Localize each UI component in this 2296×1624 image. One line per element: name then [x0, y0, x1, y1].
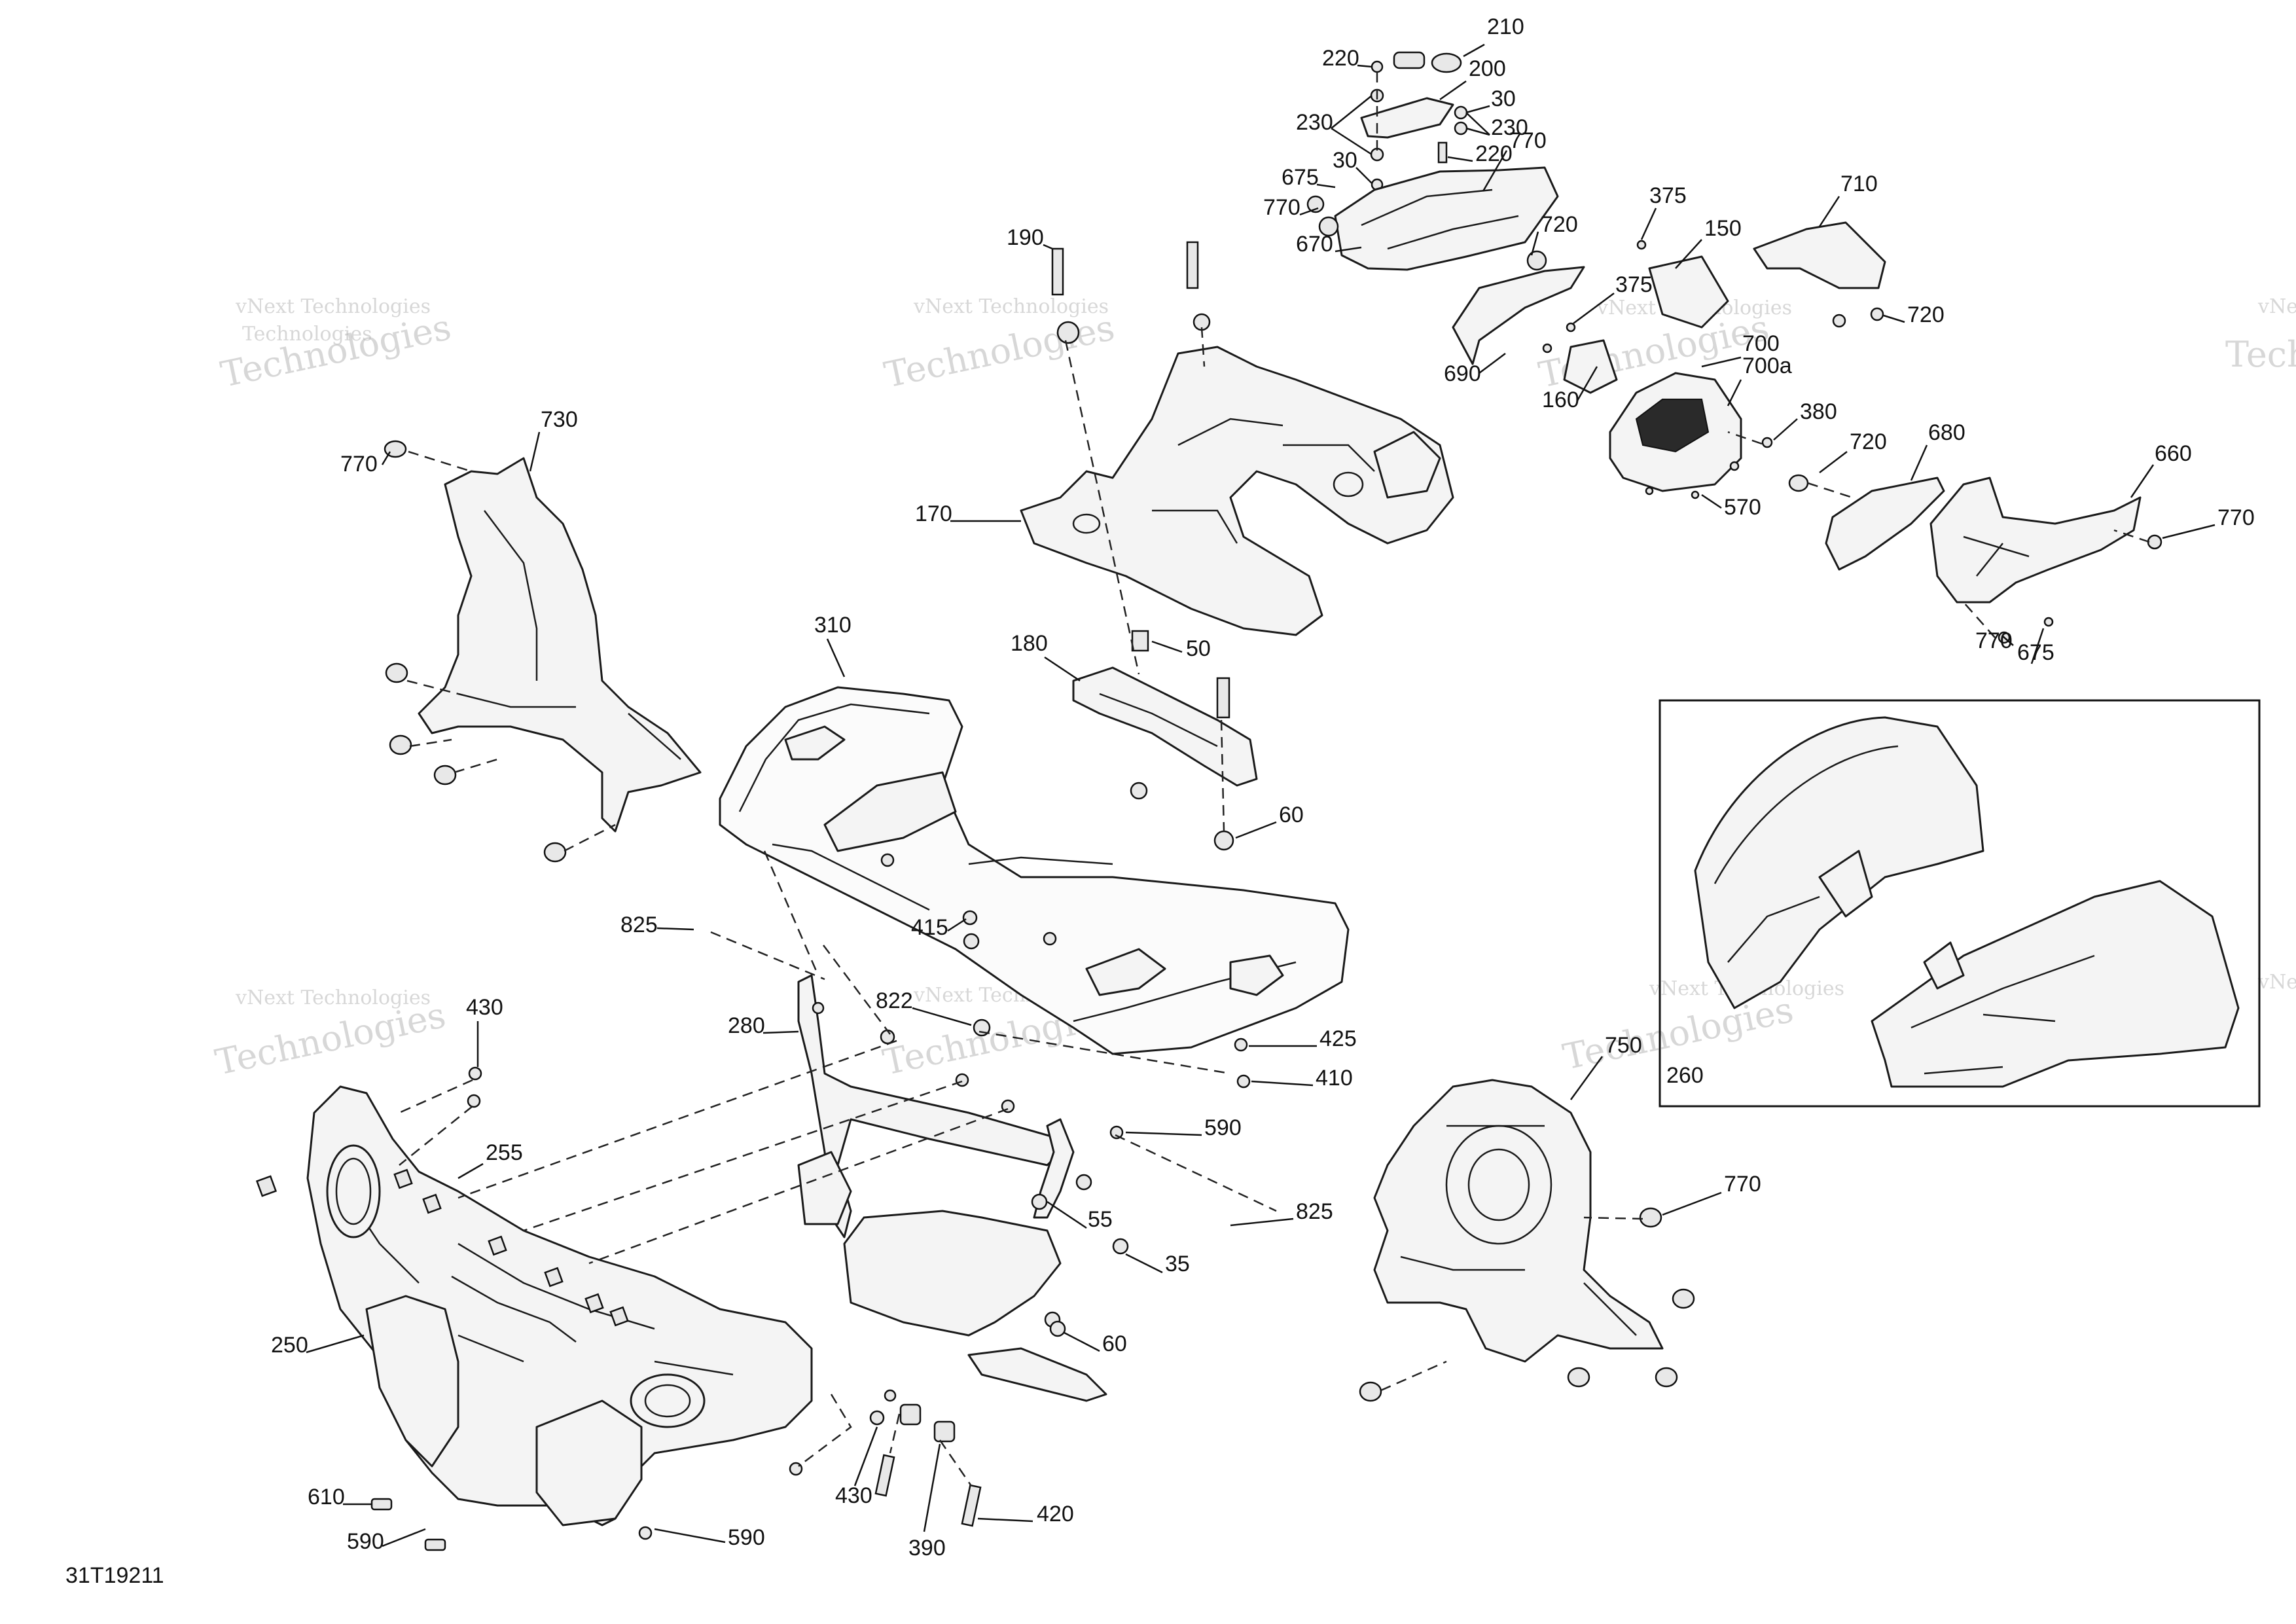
leader-lines — [306, 43, 2215, 1547]
callout-label-250: 250 — [271, 1333, 308, 1358]
callout-label-660: 660 — [2155, 441, 2192, 466]
callout-label-425: 425 — [1319, 1026, 1357, 1051]
watermark: Technologies — [2225, 334, 2296, 375]
part-280-frame — [797, 933, 1251, 1402]
callout-label-255: 255 — [486, 1140, 523, 1165]
watermark: vNext Technologies — [235, 986, 431, 1009]
callout-label-200: 200 — [1469, 56, 1506, 81]
callout-label-430: 430 — [466, 995, 503, 1020]
callout-label-720: 720 — [1907, 302, 1945, 327]
assembly-lines — [399, 72, 2150, 1487]
callout-label-825: 825 — [620, 912, 658, 937]
bolt-50 — [1131, 630, 1149, 652]
callout-label-280: 280 — [728, 1013, 765, 1038]
callout-label-610: 610 — [308, 1485, 345, 1509]
part-150-part-700-headlight — [1542, 240, 1773, 499]
callout-label-420: 420 — [1037, 1502, 1074, 1526]
bolt-upper — [1186, 241, 1199, 289]
part-670-console-upper — [1306, 166, 1559, 271]
callout-label-50: 50 — [1186, 636, 1211, 661]
callout-label-710: 710 — [1840, 171, 1878, 196]
callout-label-700a: 700a — [1742, 353, 1792, 378]
part-180-bracket — [1072, 666, 1258, 787]
watermark: vNext Technologies — [913, 295, 1109, 318]
part-250-front-bumper — [255, 1066, 982, 1551]
callout-label-310: 310 — [814, 613, 852, 638]
callout-label-190: 190 — [1007, 225, 1044, 250]
callout-label-825: 825 — [1296, 1199, 1333, 1224]
nut-190 — [1056, 321, 1080, 344]
part-260-fenders — [1694, 716, 2240, 1088]
callout-label-770: 770 — [2217, 505, 2255, 530]
callout-label-30: 30 — [1491, 86, 1516, 111]
callout-label-590: 590 — [347, 1529, 384, 1554]
callout-label-690: 690 — [1444, 361, 1481, 386]
callout-label-670: 670 — [1296, 232, 1333, 257]
callout-label-680: 680 — [1928, 420, 1965, 445]
callout-label-675: 675 — [1282, 165, 1319, 190]
callout-label-390: 390 — [908, 1536, 946, 1561]
callout-label-30: 30 — [1333, 148, 1357, 173]
inset-box-260 — [1659, 699, 2261, 1108]
callout-label-430: 430 — [835, 1483, 872, 1508]
callout-label-160: 160 — [1542, 388, 1579, 412]
callout-label-410: 410 — [1316, 1066, 1353, 1091]
bolt-center — [1216, 677, 1230, 719]
callout-label-220: 220 — [1475, 141, 1513, 166]
callout-label-770: 770 — [1975, 628, 2013, 653]
callout-label-210: 210 — [1487, 14, 1524, 39]
part-170-front-support — [1020, 346, 1454, 636]
part-750-side-panel — [1359, 1079, 1695, 1402]
callout-label-35: 35 — [1165, 1252, 1190, 1276]
callout-label-590: 590 — [728, 1525, 765, 1550]
part-690-panel — [1452, 250, 1585, 365]
callout-label-60: 60 — [1102, 1331, 1127, 1356]
watermark: Technologies — [242, 323, 372, 346]
watermark: Technologies — [217, 306, 455, 395]
callout-label-750: 750 — [1605, 1033, 1642, 1058]
watermark: vNext Technologies — [2257, 971, 2296, 994]
callout-label-770: 770 — [1724, 1172, 1761, 1197]
callout-label-230: 230 — [1296, 110, 1333, 135]
callout-label-60: 60 — [1279, 803, 1304, 827]
callout-label-770: 770 — [1263, 195, 1300, 220]
nut-180 — [1130, 782, 1148, 800]
callout-label-380: 380 — [1800, 399, 1837, 424]
callout-label-260: 260 — [1666, 1063, 1704, 1088]
callout-label-720: 720 — [1850, 429, 1887, 454]
watermark: Technologies — [881, 307, 1119, 396]
part-680-part-660-right-console — [1788, 474, 2162, 644]
callout-label-730: 730 — [541, 407, 578, 432]
callout-label-415: 415 — [911, 915, 948, 940]
callout-label-770: 770 — [340, 452, 378, 477]
callout-label-570: 570 — [1724, 495, 1761, 520]
bolt-190 — [1051, 247, 1064, 296]
callout-label-55: 55 — [1088, 1207, 1113, 1232]
part-730-side-panel — [384, 440, 702, 863]
watermark: vNext Technologies — [2257, 295, 2296, 318]
callout-label-220: 220 — [1322, 46, 1359, 71]
callout-label-720: 720 — [1541, 212, 1578, 237]
watermark: vNext Technologies — [235, 295, 431, 318]
callout-label-180: 180 — [1011, 631, 1048, 656]
callout-label-770: 770 — [1509, 128, 1547, 153]
callout-label-375: 375 — [1615, 272, 1653, 297]
callout-label-230: 230 — [1491, 115, 1528, 140]
callout-label-700: 700 — [1742, 331, 1780, 356]
callout-label-590: 590 — [1204, 1115, 1242, 1140]
nut-60a — [1213, 830, 1234, 851]
callout-label-170: 170 — [915, 501, 952, 526]
callout-label-150: 150 — [1704, 216, 1742, 241]
diagram-reference-code: 31T19211 — [65, 1563, 164, 1588]
callout-label-675: 675 — [2017, 640, 2054, 665]
part-710-cover — [1753, 221, 1886, 328]
callout-label-822: 822 — [876, 988, 913, 1013]
part-310-front-rack — [719, 686, 1350, 1055]
callout-label-375: 375 — [1649, 183, 1687, 208]
